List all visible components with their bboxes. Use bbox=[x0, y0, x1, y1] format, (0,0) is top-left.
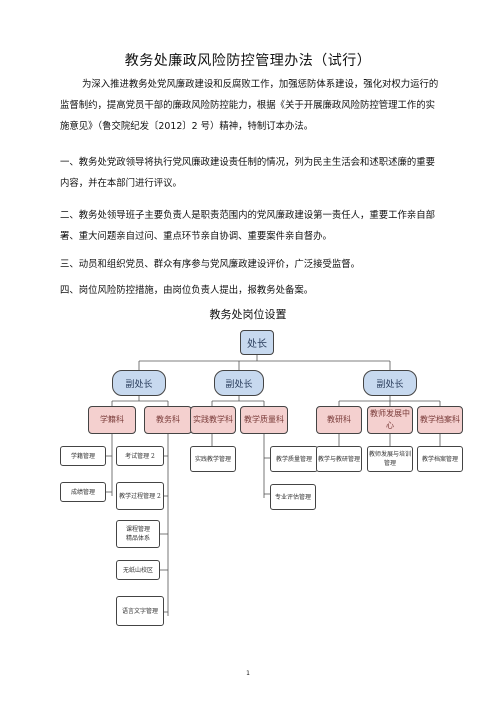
org-leaf-jiaoxue-zhiliang: 教学质量管理 bbox=[270, 446, 318, 472]
org-section-jiaoshi-fazhan: 教师发展中心 bbox=[367, 406, 413, 434]
item-3: 三、动员和组织党员、群众有序参与党风廉政建设评价，广泛接受监督。 bbox=[60, 259, 361, 270]
org-leaf-zhuanye-pinggu: 专业评估管理 bbox=[270, 484, 316, 510]
org-leaf-wuzhi-xiaoqu: 无纸山校区 bbox=[116, 560, 160, 580]
org-deputy-3: 副处长 bbox=[363, 370, 417, 396]
org-leaf-chengji-guanli: 成绩管理 bbox=[60, 482, 106, 502]
org-deputy-1: 副处长 bbox=[112, 370, 166, 396]
org-section-jiaowu: 教务科 bbox=[144, 406, 192, 434]
org-leaf-shijian-jiaoxue: 实践教学管理 bbox=[190, 446, 236, 472]
org-section-jiaoyan: 教研科 bbox=[316, 406, 362, 434]
intro-paragraph: 为深入推进教务处党风廉政建设和反腐败工作，加强惩防体系建设，强化对权力运行的监督… bbox=[60, 79, 439, 132]
org-leaf-dangan-guanli: 教学档案管理 bbox=[417, 446, 463, 472]
org-section-zhiliang: 教学质量科 bbox=[240, 406, 288, 434]
org-leaf-jiaoxue-guocheng: 教学过程管理 2 bbox=[116, 482, 164, 510]
org-leaf-xueji-guanli: 学籍管理 bbox=[60, 446, 106, 466]
org-leaf-yuyan-wenzi: 语言文字管理 bbox=[116, 596, 164, 626]
document-title: 教务处廉政风险防控管理办法（试行） bbox=[124, 53, 372, 69]
org-deputy-2: 副处长 bbox=[214, 370, 264, 396]
org-chart-title: 教务处岗位设置 bbox=[209, 308, 287, 321]
org-section-xueji: 学籍科 bbox=[88, 406, 136, 434]
org-leaf-kaoshi-guanli: 考试管理 2 bbox=[116, 446, 164, 466]
org-head-box: 处长 bbox=[240, 330, 274, 355]
org-leaf-jiaoxue-jiaoyan: 教学与教研管理 bbox=[316, 446, 362, 472]
page-number: 1 bbox=[246, 670, 250, 677]
item-2: 二、教务处领导班子主要负责人是职责范围内的党风廉政建设第一责任人，重要工作亲自部… bbox=[60, 210, 436, 242]
org-leaf-kecheng-guanli: 课程管理 精品体系 bbox=[116, 520, 160, 548]
item-4: 四、岗位风险防控措施，由岗位负责人提出，报教务处备案。 bbox=[60, 285, 314, 296]
org-leaf-jiaoshi-peixun: 教师发展与培训管理 bbox=[367, 446, 413, 472]
item-1: 一、教务处党政领导将执行党风廉政建设责任制的情况，列为民主生活会和述职述廉的重要… bbox=[60, 157, 436, 189]
org-section-dangan: 教学档案科 bbox=[417, 406, 463, 434]
org-section-shijian: 实践教学科 bbox=[190, 406, 236, 434]
